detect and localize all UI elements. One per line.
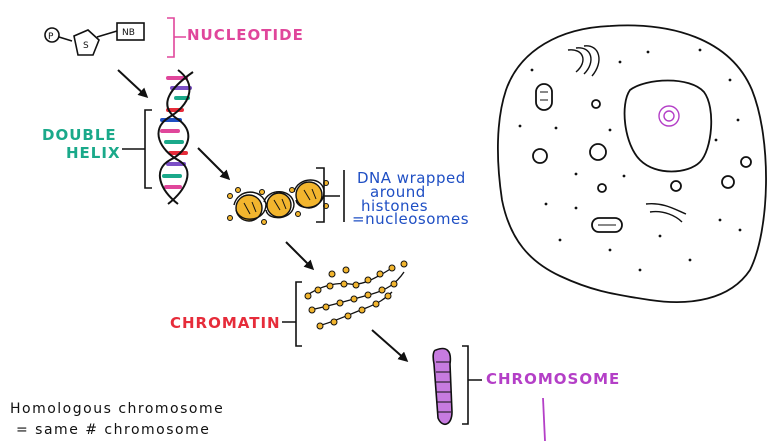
nucleolus xyxy=(658,105,680,127)
phosphate-letter: P xyxy=(48,32,54,42)
nucleosome-bracket xyxy=(316,167,345,223)
mitochondrion-2 xyxy=(591,217,623,233)
chromosome-bracket xyxy=(462,345,482,425)
arrow-nucleotide-to-helix xyxy=(117,69,149,99)
nucleotide-label: NUCLEOTIDE xyxy=(187,26,304,44)
nucleosomes xyxy=(227,179,329,225)
nucleus xyxy=(623,79,713,173)
golgi-2 xyxy=(645,202,687,223)
phosphate-circle xyxy=(44,27,60,43)
chromatin xyxy=(304,260,408,330)
nucleosome-note-line3: histones xyxy=(361,197,429,215)
base-letter: NB xyxy=(122,28,135,38)
chromatin-label: CHROMATIN xyxy=(170,314,281,332)
nucleosome-note-line2: around xyxy=(370,183,426,201)
cell xyxy=(497,24,767,303)
chromosome-label: CHROMOSOME xyxy=(486,370,621,388)
double-helix-label-line2: HELIX xyxy=(66,144,121,162)
nucleosome-note-line4: =nucleosomes xyxy=(352,210,470,228)
homologous-note-line2: = same # chromosome xyxy=(16,422,211,438)
base-box xyxy=(116,22,145,41)
cell-dots xyxy=(518,48,742,272)
chromosome-pointer xyxy=(542,397,546,442)
golgi xyxy=(567,45,600,77)
nucleotide-bracket xyxy=(167,17,186,58)
arrow-helix-to-nucleosome xyxy=(197,147,231,181)
sugar-pentagon xyxy=(73,29,100,56)
double-helix-bracket xyxy=(122,109,152,189)
mitochondrion-1 xyxy=(535,83,553,111)
chromatin-bracket xyxy=(282,281,302,347)
arrow-nucleosome-to-chromatin xyxy=(285,241,315,271)
nucleotide-sketch xyxy=(44,22,145,56)
sugar-letter: S xyxy=(83,41,89,51)
chromosome xyxy=(432,347,453,425)
nucleosome-note-line1: DNA wrapped xyxy=(357,169,466,187)
homologous-note-line1: Homologous chromosome xyxy=(10,401,225,417)
arrow-chromatin-to-chromosome xyxy=(371,329,409,362)
double-helix xyxy=(157,69,194,205)
double-helix-label-line1: DOUBLE xyxy=(42,126,117,144)
